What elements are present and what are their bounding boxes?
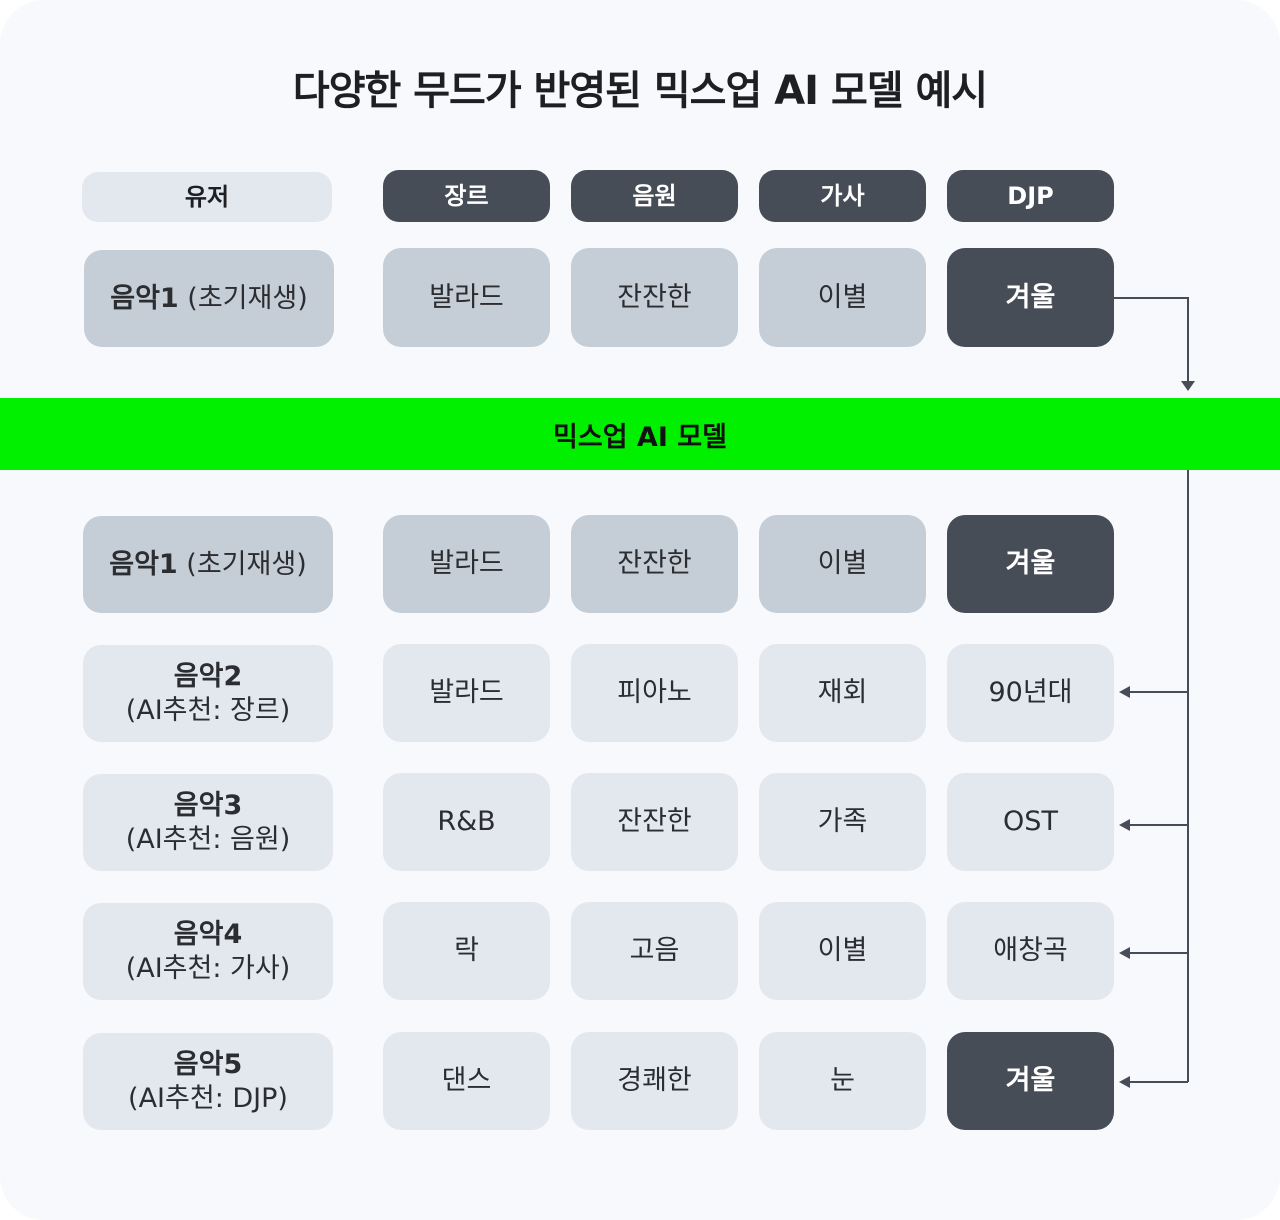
output-row-3-sub: (AI추천: 음원) <box>125 823 291 855</box>
output-row-4-source: 고음 <box>571 902 738 1000</box>
input-music-label: 음악1 (초기재생) <box>84 250 334 347</box>
output-row-5-djp: 겨울 <box>947 1032 1114 1130</box>
input-source-cell: 잔잔한 <box>571 248 738 347</box>
output-row-4-djp: 애창곡 <box>947 902 1114 1000</box>
output-row-4-genre: 락 <box>383 902 550 1000</box>
output-row-5-source: 경쾌한 <box>571 1032 738 1130</box>
output-row-5-lyrics: 눈 <box>759 1032 926 1130</box>
output-row-1-label: 음악1 (초기재생) <box>83 516 333 613</box>
left-arrow-head-row-4 <box>1119 947 1130 959</box>
output-row-1-lyrics: 이별 <box>759 515 926 613</box>
input-music-name: 음악1 <box>110 282 179 314</box>
output-row-4-name: 음악4 <box>173 918 243 950</box>
output-row-3-label: 음악3 (AI추천: 음원) <box>83 774 333 871</box>
output-row-4-lyrics: 이별 <box>759 902 926 1000</box>
left-arrow-head-row-5 <box>1119 1076 1130 1088</box>
header-lyrics: 가사 <box>759 170 926 222</box>
mixup-ai-model-band: 믹스업 AI 모델 <box>0 398 1280 470</box>
down-arrow-head <box>1181 381 1195 391</box>
output-row-1-genre: 발라드 <box>383 515 550 613</box>
header-genre: 장르 <box>383 170 550 222</box>
output-row-4-label: 음악4 (AI추천: 가사) <box>83 903 333 1000</box>
output-row-2-djp: 90년대 <box>947 644 1114 742</box>
output-row-2-sub: (AI추천: 장르) <box>125 694 291 726</box>
output-row-2-lyrics: 재회 <box>759 644 926 742</box>
input-djp-cell: 겨울 <box>947 248 1114 347</box>
output-row-2-source: 피아노 <box>571 644 738 742</box>
output-row-1-name: 음악1 <box>109 548 178 580</box>
output-row-5-label: 음악5 (AI추천: DJP) <box>83 1033 333 1130</box>
left-arrow-head-row-2 <box>1119 686 1130 698</box>
header-source: 음원 <box>571 170 738 222</box>
output-row-3-name: 음악3 <box>173 789 243 821</box>
output-row-3-source: 잔잔한 <box>571 773 738 871</box>
input-lyrics-cell: 이별 <box>759 248 926 347</box>
input-to-model-line <box>1114 297 1189 382</box>
output-row-3-genre: R&B <box>383 773 550 871</box>
output-row-5-sub: (AI추천: DJP) <box>128 1082 288 1114</box>
header-user: 유저 <box>82 172 332 222</box>
output-row-3-lyrics: 가족 <box>759 773 926 871</box>
left-arrow-head-row-3 <box>1119 819 1130 831</box>
input-genre-cell: 발라드 <box>383 248 550 347</box>
output-row-2-label: 음악2 (AI추천: 장르) <box>83 645 333 742</box>
output-row-5-genre: 댄스 <box>383 1032 550 1130</box>
input-music-sub: (초기재생) <box>178 282 308 314</box>
diagram-title: 다양한 무드가 반영된 믹스업 AI 모델 예시 <box>292 68 988 114</box>
output-row-2-genre: 발라드 <box>383 644 550 742</box>
output-row-3-djp: OST <box>947 773 1114 871</box>
output-row-5-name: 음악5 <box>173 1048 243 1080</box>
output-row-1-djp: 겨울 <box>947 515 1114 613</box>
output-row-1-sub: (초기재생) <box>177 548 307 580</box>
header-djp: DJP <box>947 170 1114 222</box>
output-row-4-sub: (AI추천: 가사) <box>125 952 291 984</box>
output-row-1-source: 잔잔한 <box>571 515 738 613</box>
output-row-2-name: 음악2 <box>173 660 243 692</box>
